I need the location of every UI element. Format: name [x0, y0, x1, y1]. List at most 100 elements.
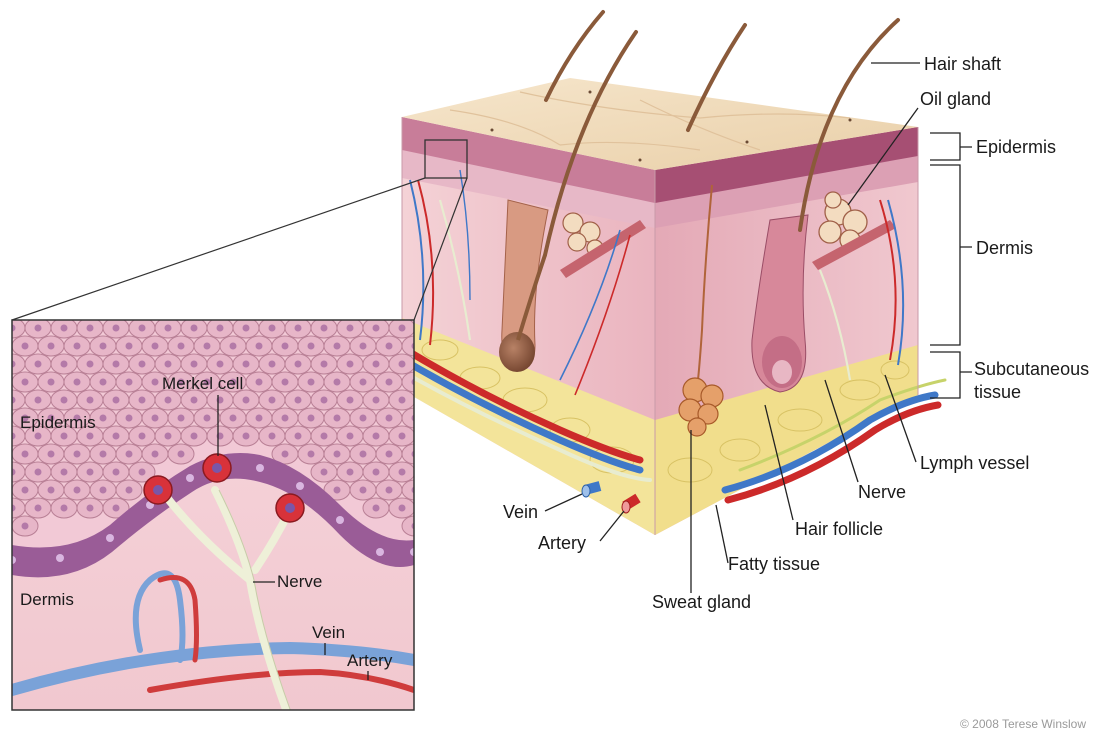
cell-nucleus [74, 379, 81, 386]
cell-nucleus [178, 343, 185, 350]
cell-nucleus [152, 343, 159, 350]
cell-nucleus [61, 361, 68, 368]
cell-nucleus [269, 397, 276, 404]
epidermis-cell [402, 516, 428, 536]
cell-nucleus [347, 397, 354, 404]
label-dermis: Dermis [976, 238, 1033, 258]
cell-nucleus [22, 343, 29, 350]
cell-nucleus [139, 397, 146, 404]
cell-nucleus [295, 397, 302, 404]
cell-nucleus [334, 379, 341, 386]
cell-nucleus [113, 325, 120, 332]
merkel-cell [276, 494, 304, 522]
inset-label-vein: Vein [312, 623, 345, 642]
cell-nucleus [74, 487, 81, 494]
cell-nucleus [165, 433, 172, 440]
cell-nucleus [256, 343, 263, 350]
cell-nucleus [139, 469, 146, 476]
cell-nucleus [100, 415, 107, 422]
cell-nucleus [100, 487, 107, 494]
cell-nucleus [113, 397, 120, 404]
cell-nucleus [321, 325, 328, 332]
cell-nucleus [386, 343, 393, 350]
basal-cell-nucleus [106, 534, 114, 542]
cell-nucleus [87, 325, 94, 332]
label-epidermis: Epidermis [976, 137, 1056, 157]
cell-nucleus [87, 505, 94, 512]
cell-nucleus [295, 361, 302, 368]
cell-nucleus [412, 451, 419, 458]
cell-nucleus [165, 361, 172, 368]
leader-vein [545, 494, 582, 511]
cell-nucleus [178, 415, 185, 422]
cell-nucleus [399, 361, 406, 368]
cell-nucleus [308, 451, 315, 458]
cell-nucleus [113, 433, 120, 440]
cell-nucleus [334, 451, 341, 458]
cell-nucleus [126, 415, 133, 422]
cell-nucleus [256, 415, 263, 422]
cell-nucleus [204, 343, 211, 350]
cell-nucleus [178, 451, 185, 458]
basal-cell-nucleus [296, 482, 304, 490]
cell-nucleus [321, 397, 328, 404]
cell-nucleus [321, 433, 328, 440]
cell-nucleus [399, 469, 406, 476]
cell-nucleus [360, 415, 367, 422]
zoom-connector-lines [12, 178, 467, 320]
cell-nucleus [282, 343, 289, 350]
cell-nucleus [48, 343, 55, 350]
cell-nucleus [35, 469, 42, 476]
cell-nucleus [74, 451, 81, 458]
cell-nucleus [35, 433, 42, 440]
cell-nucleus [399, 433, 406, 440]
cell-nucleus [308, 343, 315, 350]
cell-nucleus [74, 343, 81, 350]
cell-nucleus [399, 325, 406, 332]
label-subcutaneous-line1: Subcutaneous [974, 359, 1089, 379]
cell-nucleus [282, 415, 289, 422]
cell-nucleus [113, 361, 120, 368]
basal-cell-nucleus [256, 464, 264, 472]
cell-nucleus [48, 451, 55, 458]
cell-nucleus [87, 433, 94, 440]
cell-nucleus [386, 379, 393, 386]
cell-nucleus [126, 343, 133, 350]
cell-nucleus [386, 487, 393, 494]
cell-nucleus [282, 451, 289, 458]
cell-nucleus [87, 469, 94, 476]
cell-nucleus [399, 505, 406, 512]
label-hair-follicle: Hair follicle [795, 519, 883, 539]
cell-nucleus [35, 361, 42, 368]
cell-nucleus [139, 361, 146, 368]
label-hair-shaft: Hair shaft [924, 54, 1001, 74]
cell-nucleus [139, 325, 146, 332]
leader-artery [600, 511, 624, 541]
cell-nucleus [373, 505, 380, 512]
cell-nucleus [360, 343, 367, 350]
cell-nucleus [256, 379, 263, 386]
leader-fatty-tissue [716, 505, 728, 563]
cell-nucleus [373, 361, 380, 368]
cell-nucleus [243, 433, 250, 440]
skin-block [390, 12, 945, 535]
cell-nucleus [295, 325, 302, 332]
cell-nucleus [100, 343, 107, 350]
cell-nucleus [22, 451, 29, 458]
inset-label-merkel-cell: Merkel cell [162, 374, 243, 393]
cell-nucleus [191, 397, 198, 404]
cell-nucleus [35, 325, 42, 332]
cell-nucleus [386, 415, 393, 422]
cell-nucleus [373, 433, 380, 440]
cell-nucleus [373, 469, 380, 476]
cell-nucleus [165, 397, 172, 404]
cell-nucleus [152, 415, 159, 422]
cell-nucleus [399, 397, 406, 404]
cell-nucleus [126, 487, 133, 494]
cell-nucleus [386, 451, 393, 458]
label-fatty-tissue: Fatty tissue [728, 554, 820, 574]
cell-nucleus [412, 415, 419, 422]
cell-nucleus [334, 487, 341, 494]
merkel-cell [203, 454, 231, 482]
cell-nucleus [373, 325, 380, 332]
